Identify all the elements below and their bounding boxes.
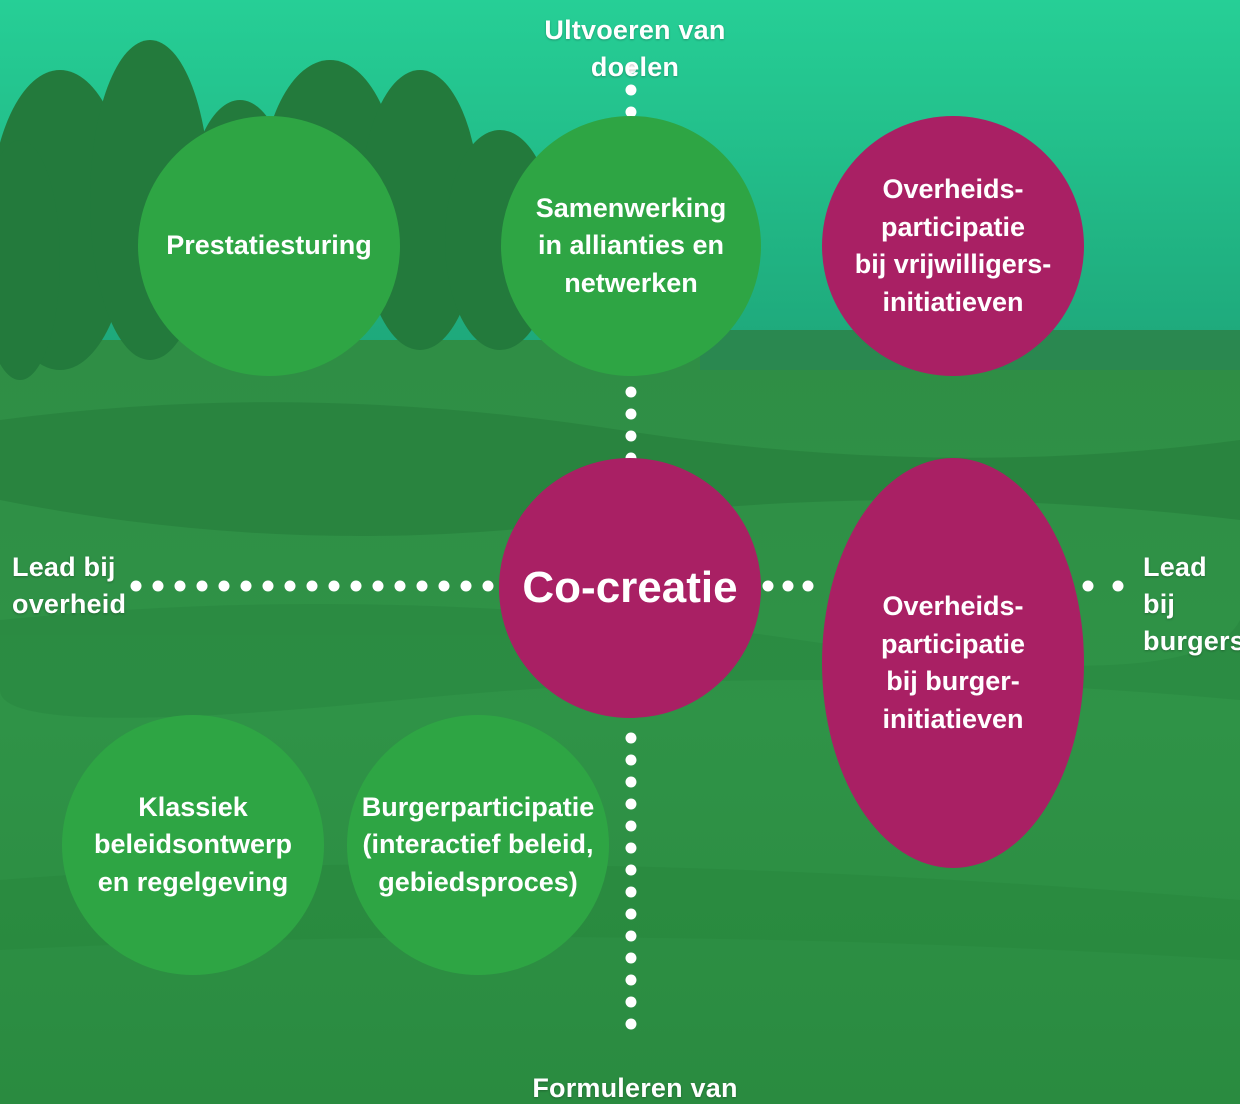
axis-dot [438,580,450,592]
axis-dot [625,974,637,986]
axis-dot [625,106,637,118]
axis-dot [762,580,774,592]
axis-dot [350,580,362,592]
axis-dot [625,886,637,898]
axis-dot [460,580,472,592]
vertical-axis-dots [625,62,637,1030]
axis-dot [240,580,252,592]
axis-dot [625,754,637,766]
axis-dot [625,952,637,964]
axis-dot [262,580,274,592]
bubble-klassiek-text: Klassiek beleidsontwerp en regelgeving [93,791,293,897]
axis-dot [625,84,637,96]
axis-dot [1082,580,1094,592]
axis-dot [625,776,637,788]
axis-label-right: Lead bij burgers [1143,552,1240,656]
bubble-burgerparticipatie: Burgerparticipatie (interactief beleid, … [347,715,609,975]
axis-dot [625,430,637,442]
axis-dot [152,580,164,592]
bubble-samenwerking-text: Samenwerking in allianties en netwerken [535,192,727,298]
bubble-prestatiesturing-text: Prestatiesturing [166,230,372,261]
bubble-cocreatie: Co-creatie [499,458,761,718]
axis-dot [482,580,494,592]
axis-dot [174,580,186,592]
horizontal-axis-dots [130,580,1124,592]
bubble-samenwerking: Samenwerking in allianties en netwerken [501,116,761,376]
bubble-vrijwilligers: Overheids- participatie bij vrijwilliger… [822,116,1084,376]
bubble-burgerparticipatie-text: Burgerparticipatie (interactief beleid, … [361,791,595,897]
axis-dot [782,580,794,592]
axis-dot [372,580,384,592]
bubble-prestatiesturing: Prestatiesturing [138,116,400,376]
axis-dot [625,930,637,942]
axis-dot [284,580,296,592]
axis-dot [196,580,208,592]
axis-dot [218,580,230,592]
axis-dot [625,842,637,854]
axis-dot [625,798,637,810]
axis-dot [625,1018,637,1030]
bubble-klassiek: Klassiek beleidsontwerp en regelgeving [62,715,324,975]
axis-dot [394,580,406,592]
axis-dot [625,408,637,420]
axis-dot [306,580,318,592]
axis-dot [625,386,637,398]
axis-dot [625,62,637,74]
axis-label-top: Ultvoeren van doelen [544,15,726,82]
axis-dot [328,580,340,592]
axis-dot [625,732,637,744]
axis-dot [416,580,428,592]
bubble-burgerinitiatieven: Overheids- participatie bij burger- init… [822,458,1084,868]
axis-dot [625,820,637,832]
axis-label-bottom: Formuleren van doelen [532,1073,738,1103]
axis-dot [802,580,814,592]
axis-dot [625,996,637,1008]
bubble-vrijwilligers-text: Overheids- participatie bij vrijwilliger… [854,174,1052,317]
axis-dot [625,908,637,920]
bubble-cocreatie-text: Co-creatie [522,563,738,612]
axis-label-left: Lead bij overheid [12,552,127,619]
axis-dot [130,580,142,592]
axis-dot [625,864,637,876]
axis-dot [1112,580,1124,592]
bubble-burgerinitiatieven-text: Overheids- participatie bij burger- init… [880,591,1026,734]
